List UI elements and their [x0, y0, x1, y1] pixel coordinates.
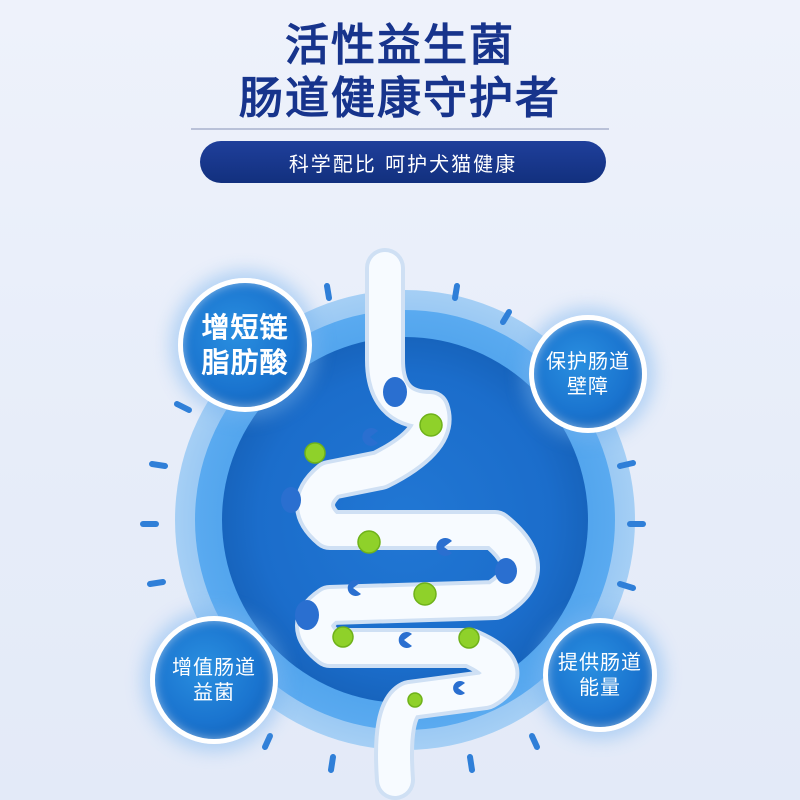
- benefit-bubble-short-chain-fatty-acids: 增短链 脂肪酸: [178, 278, 312, 412]
- blue-bacteria-group: [281, 377, 517, 630]
- dash: [174, 401, 192, 413]
- dash: [452, 283, 460, 301]
- benefit-bubble-provide-energy: 提供肠道 能量: [543, 618, 657, 732]
- pacman-bacterium: [453, 681, 465, 695]
- blue-bacterium: [495, 558, 517, 584]
- benefit-line-2: 益菌: [193, 680, 235, 704]
- pacman-bacterium: [362, 428, 378, 446]
- benefit-line-2: 壁障: [567, 374, 609, 398]
- subtitle-banner: 科学配比 呵护犬猫健康: [200, 141, 606, 183]
- title-divider: [191, 128, 609, 130]
- pacman-bacterium: [347, 580, 361, 596]
- pacman-bacterium: [398, 631, 412, 648]
- benefit-line-1: 增值肠道: [172, 655, 256, 679]
- benefit-bubble-protect-barrier: 保护肠道 壁障: [529, 315, 647, 433]
- benefit-line-1: 保护肠道: [546, 349, 630, 373]
- green-bacterium: [407, 692, 423, 708]
- benefit-line-2: 能量: [579, 675, 621, 699]
- blue-bacterium: [295, 600, 319, 630]
- blue-bacterium: [281, 487, 301, 513]
- dash: [617, 460, 636, 469]
- intestine-fill: [299, 252, 536, 796]
- blue-bacterium: [383, 377, 407, 407]
- dash: [328, 754, 336, 773]
- dash: [617, 581, 636, 591]
- dash: [529, 733, 540, 750]
- green-bacterium: [419, 413, 443, 437]
- dash: [262, 733, 273, 750]
- green-bacterium: [413, 582, 437, 606]
- headline-line-1: 活性益生菌: [285, 20, 515, 71]
- headline-line-2: 肠道健康守护者: [239, 73, 561, 124]
- dash: [149, 461, 168, 469]
- green-bacterium: [304, 442, 326, 464]
- intestine-tube: [295, 248, 540, 800]
- benefit-bubble-increase-beneficial-bacteria: 增值肠道 益菌: [150, 616, 278, 744]
- dash: [147, 579, 166, 587]
- radiating-dashes: [140, 283, 646, 773]
- green-bacterium: [332, 626, 354, 648]
- dash: [467, 754, 475, 773]
- dash: [500, 309, 512, 325]
- pacman-bacterium: [436, 538, 452, 556]
- pacman-bacteria-group: [347, 428, 465, 695]
- green-bacterium: [458, 627, 480, 649]
- benefit-line-2: 脂肪酸: [201, 346, 289, 379]
- green-bacteria-group: [304, 413, 480, 708]
- benefit-line-1: 增短链: [201, 311, 289, 344]
- benefit-line-1: 提供肠道: [558, 650, 642, 674]
- subtitle-text: 科学配比 呵护犬猫健康: [288, 151, 518, 176]
- green-bacterium: [357, 530, 381, 554]
- dash: [324, 283, 332, 301]
